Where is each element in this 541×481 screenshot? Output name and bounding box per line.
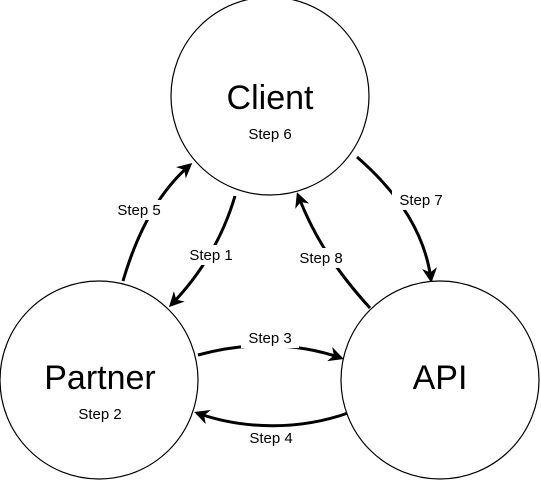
node-api-title: API bbox=[413, 359, 468, 397]
edge-step-8-label: Step 8 bbox=[299, 250, 342, 267]
node-client-step: Step 6 bbox=[248, 126, 291, 143]
step-8-label-bg bbox=[292, 248, 350, 268]
node-partner-step: Step 2 bbox=[78, 406, 121, 423]
node-partner-title: Partner bbox=[44, 359, 156, 397]
edge-step-7-label: Step 7 bbox=[399, 192, 442, 209]
node-partner: Partner Step 2 bbox=[0, 280, 199, 480]
step-7-label-bg bbox=[392, 190, 450, 210]
edge-step-4-arrow bbox=[194, 409, 349, 428]
node-client-title: Client bbox=[227, 79, 314, 117]
edge-step-5-label: Step 5 bbox=[117, 202, 160, 219]
node-client: Client Step 6 bbox=[170, 0, 370, 196]
step-5-label-bg bbox=[110, 200, 168, 220]
step-4-label-bg bbox=[242, 428, 300, 448]
edge-step-5-arrow bbox=[121, 163, 193, 282]
edge-step-4-label: Step 4 bbox=[249, 430, 292, 447]
edge-step-1-label: Step 1 bbox=[189, 247, 232, 264]
step-1-label-bg bbox=[182, 245, 240, 265]
edge-step-7-arrow bbox=[356, 155, 438, 283]
edge-step-3-label: Step 3 bbox=[248, 330, 291, 347]
node-api: API bbox=[340, 280, 540, 480]
step-3-label-bg bbox=[241, 328, 299, 348]
